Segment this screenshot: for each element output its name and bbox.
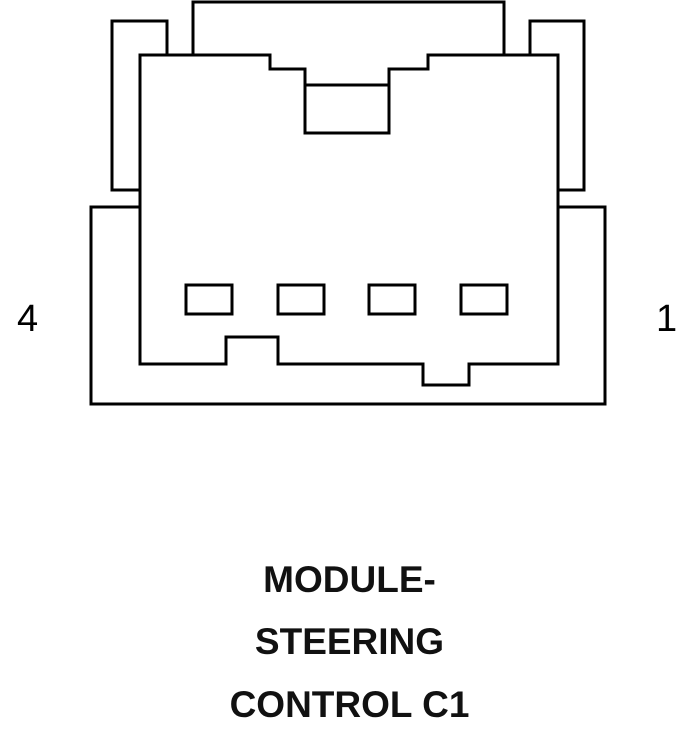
- pin-label-left: 4: [17, 298, 39, 340]
- right-lock-ear: [528, 19, 586, 192]
- terminal-cavity-1: [459, 283, 509, 316]
- left-lock-ear: [110, 19, 169, 192]
- inner-body: [138, 53, 560, 387]
- title-line-1: MODULE-: [263, 559, 436, 600]
- keying-notch-line: [303, 69, 391, 87]
- title-line-3: CONTROL C1: [229, 684, 470, 725]
- top-latch-tab: [191, 0, 506, 55]
- terminal-cavity-2: [367, 283, 417, 316]
- outer-housing: [89, 205, 607, 406]
- terminal-cavity-3: [276, 283, 326, 316]
- terminal-cavity-4: [184, 283, 234, 316]
- title-line-2: STEERING: [254, 621, 445, 662]
- pin-label-right: 1: [656, 298, 678, 340]
